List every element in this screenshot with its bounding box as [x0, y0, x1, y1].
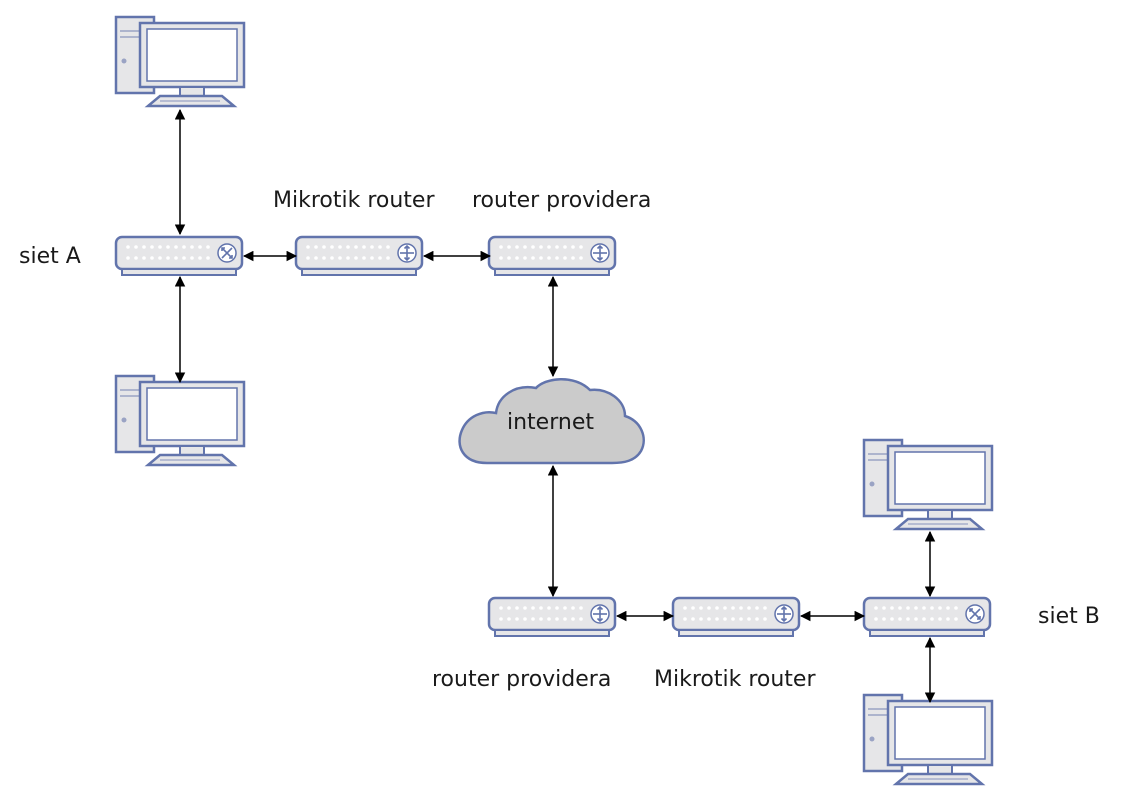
provider-router-b-icon [489, 598, 615, 636]
switch-a-icon [116, 237, 242, 275]
mikrotik-router-b-label: Mikrotik router [654, 667, 816, 692]
mikrotik-router-b-icon [673, 598, 799, 636]
computer-a-bottom-icon [114, 374, 246, 467]
mikrotik-router-a-label: Mikrotik router [273, 188, 435, 213]
provider-router-a-icon [489, 237, 615, 275]
internet-label: internet [507, 410, 594, 435]
internet-cloud-icon [458, 378, 645, 465]
network-b-label: siet B [1038, 604, 1100, 629]
network-a-label: siet A [19, 244, 81, 269]
computer-a-top-icon [114, 15, 246, 108]
mikrotik-router-a-icon [296, 237, 422, 275]
provider-router-b-label: router providera [432, 667, 612, 692]
switch-b-icon [864, 598, 990, 636]
computer-b-bottom-icon [862, 693, 994, 786]
computer-b-top-icon [862, 438, 994, 531]
provider-router-a-label: router providera [472, 188, 652, 213]
